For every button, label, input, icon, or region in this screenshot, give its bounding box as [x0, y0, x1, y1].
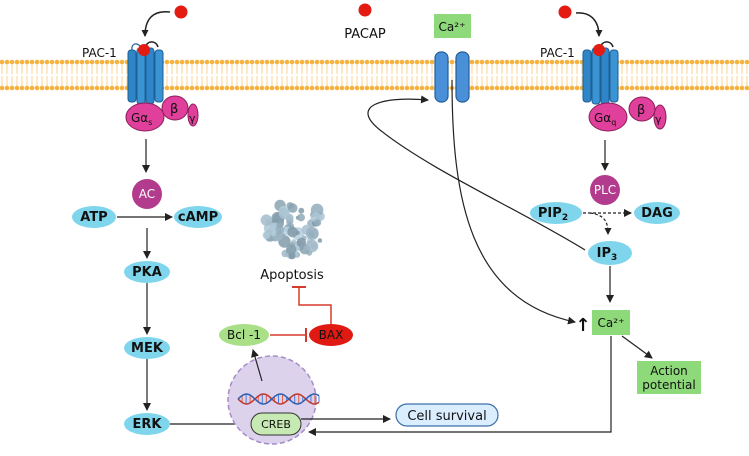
atp-node — [72, 206, 116, 228]
pacap-ligand-bound-right — [593, 44, 605, 56]
plc-label: PLC — [594, 183, 616, 197]
g-gamma-right-label: γ — [655, 113, 662, 126]
camp-node — [174, 206, 222, 228]
g-protein-gs — [125, 95, 199, 132]
erk-node — [124, 413, 170, 435]
pacap-ligand-center — [358, 3, 372, 17]
atp-label: ATP — [80, 210, 107, 225]
ligand-binding-arrow-left — [141, 11, 171, 37]
cell-survival-label: Cell survival — [407, 409, 486, 424]
g-alpha-s-label: Gαs — [131, 111, 152, 127]
camp-label: cAMP — [178, 210, 218, 225]
ligand-binding-arrow-right — [575, 12, 603, 37]
creb-label: CREB — [261, 418, 291, 431]
pac1-right-label: PAC-1 — [540, 46, 575, 60]
pac1-receptor-right — [582, 41, 619, 105]
pka-label: PKA — [132, 265, 162, 280]
g-protein-gq — [588, 96, 667, 132]
ca-ion-cytosol-label: Ca²⁺ — [598, 316, 625, 330]
erk-label: ERK — [133, 417, 163, 432]
channel-to-ca-arrow — [451, 79, 576, 325]
ca-increase-arrow: ↑ — [575, 315, 590, 336]
creb-box — [250, 412, 302, 436]
plc-enzyme — [590, 175, 620, 205]
ac-label: AC — [139, 187, 155, 201]
pacap-ligand-left — [174, 5, 188, 19]
pacap-label: PACAP — [344, 27, 386, 42]
g-beta-left-label: β — [170, 102, 178, 117]
g-alpha-q-label: Gαq — [594, 111, 616, 127]
dag-label: DAG — [641, 206, 673, 221]
apoptosis-icon — [260, 199, 325, 260]
bax-to-apoptosis-link — [298, 287, 332, 324]
pacap-ligand-bound-left — [138, 44, 150, 56]
action-potential-box — [637, 361, 701, 394]
g-beta-right-label: β — [637, 103, 645, 118]
action-potential-line1: Action — [650, 364, 688, 378]
ip3-node — [588, 241, 632, 265]
bax-node — [309, 324, 353, 346]
pacap-ligand-right — [558, 5, 572, 19]
ip3-to-channel-arrow — [367, 95, 586, 251]
pip2-label: PIP2 — [538, 206, 568, 223]
action-potential-line2: potential — [642, 378, 695, 392]
ca-ion-top-label: Ca²⁺ — [439, 20, 466, 34]
pka-node — [124, 261, 170, 283]
bcl1-label: Bcl -1 — [227, 328, 261, 342]
bax-label: BAX — [319, 328, 344, 342]
g-gamma-left-label: γ — [189, 112, 196, 125]
mek-label: MEK — [131, 341, 164, 356]
pip2-node — [530, 202, 582, 224]
pac1-left-label: PAC-1 — [82, 46, 117, 60]
cell-survival-box — [395, 403, 499, 427]
dna-helix — [237, 393, 320, 405]
apoptosis-label: Apoptosis — [260, 268, 324, 283]
calcium-channel — [434, 51, 470, 103]
bcl1-node — [219, 324, 269, 346]
dag-node — [634, 202, 680, 224]
cell-membrane — [0, 59, 749, 91]
ca-ion-box-cytosol — [592, 310, 630, 335]
ip3-label: IP3 — [597, 246, 618, 263]
ca-ion-box-top — [434, 14, 471, 38]
ca-to-creb-arrow — [308, 336, 612, 436]
mek-node — [124, 337, 170, 359]
adenylyl-cyclase — [132, 179, 162, 209]
